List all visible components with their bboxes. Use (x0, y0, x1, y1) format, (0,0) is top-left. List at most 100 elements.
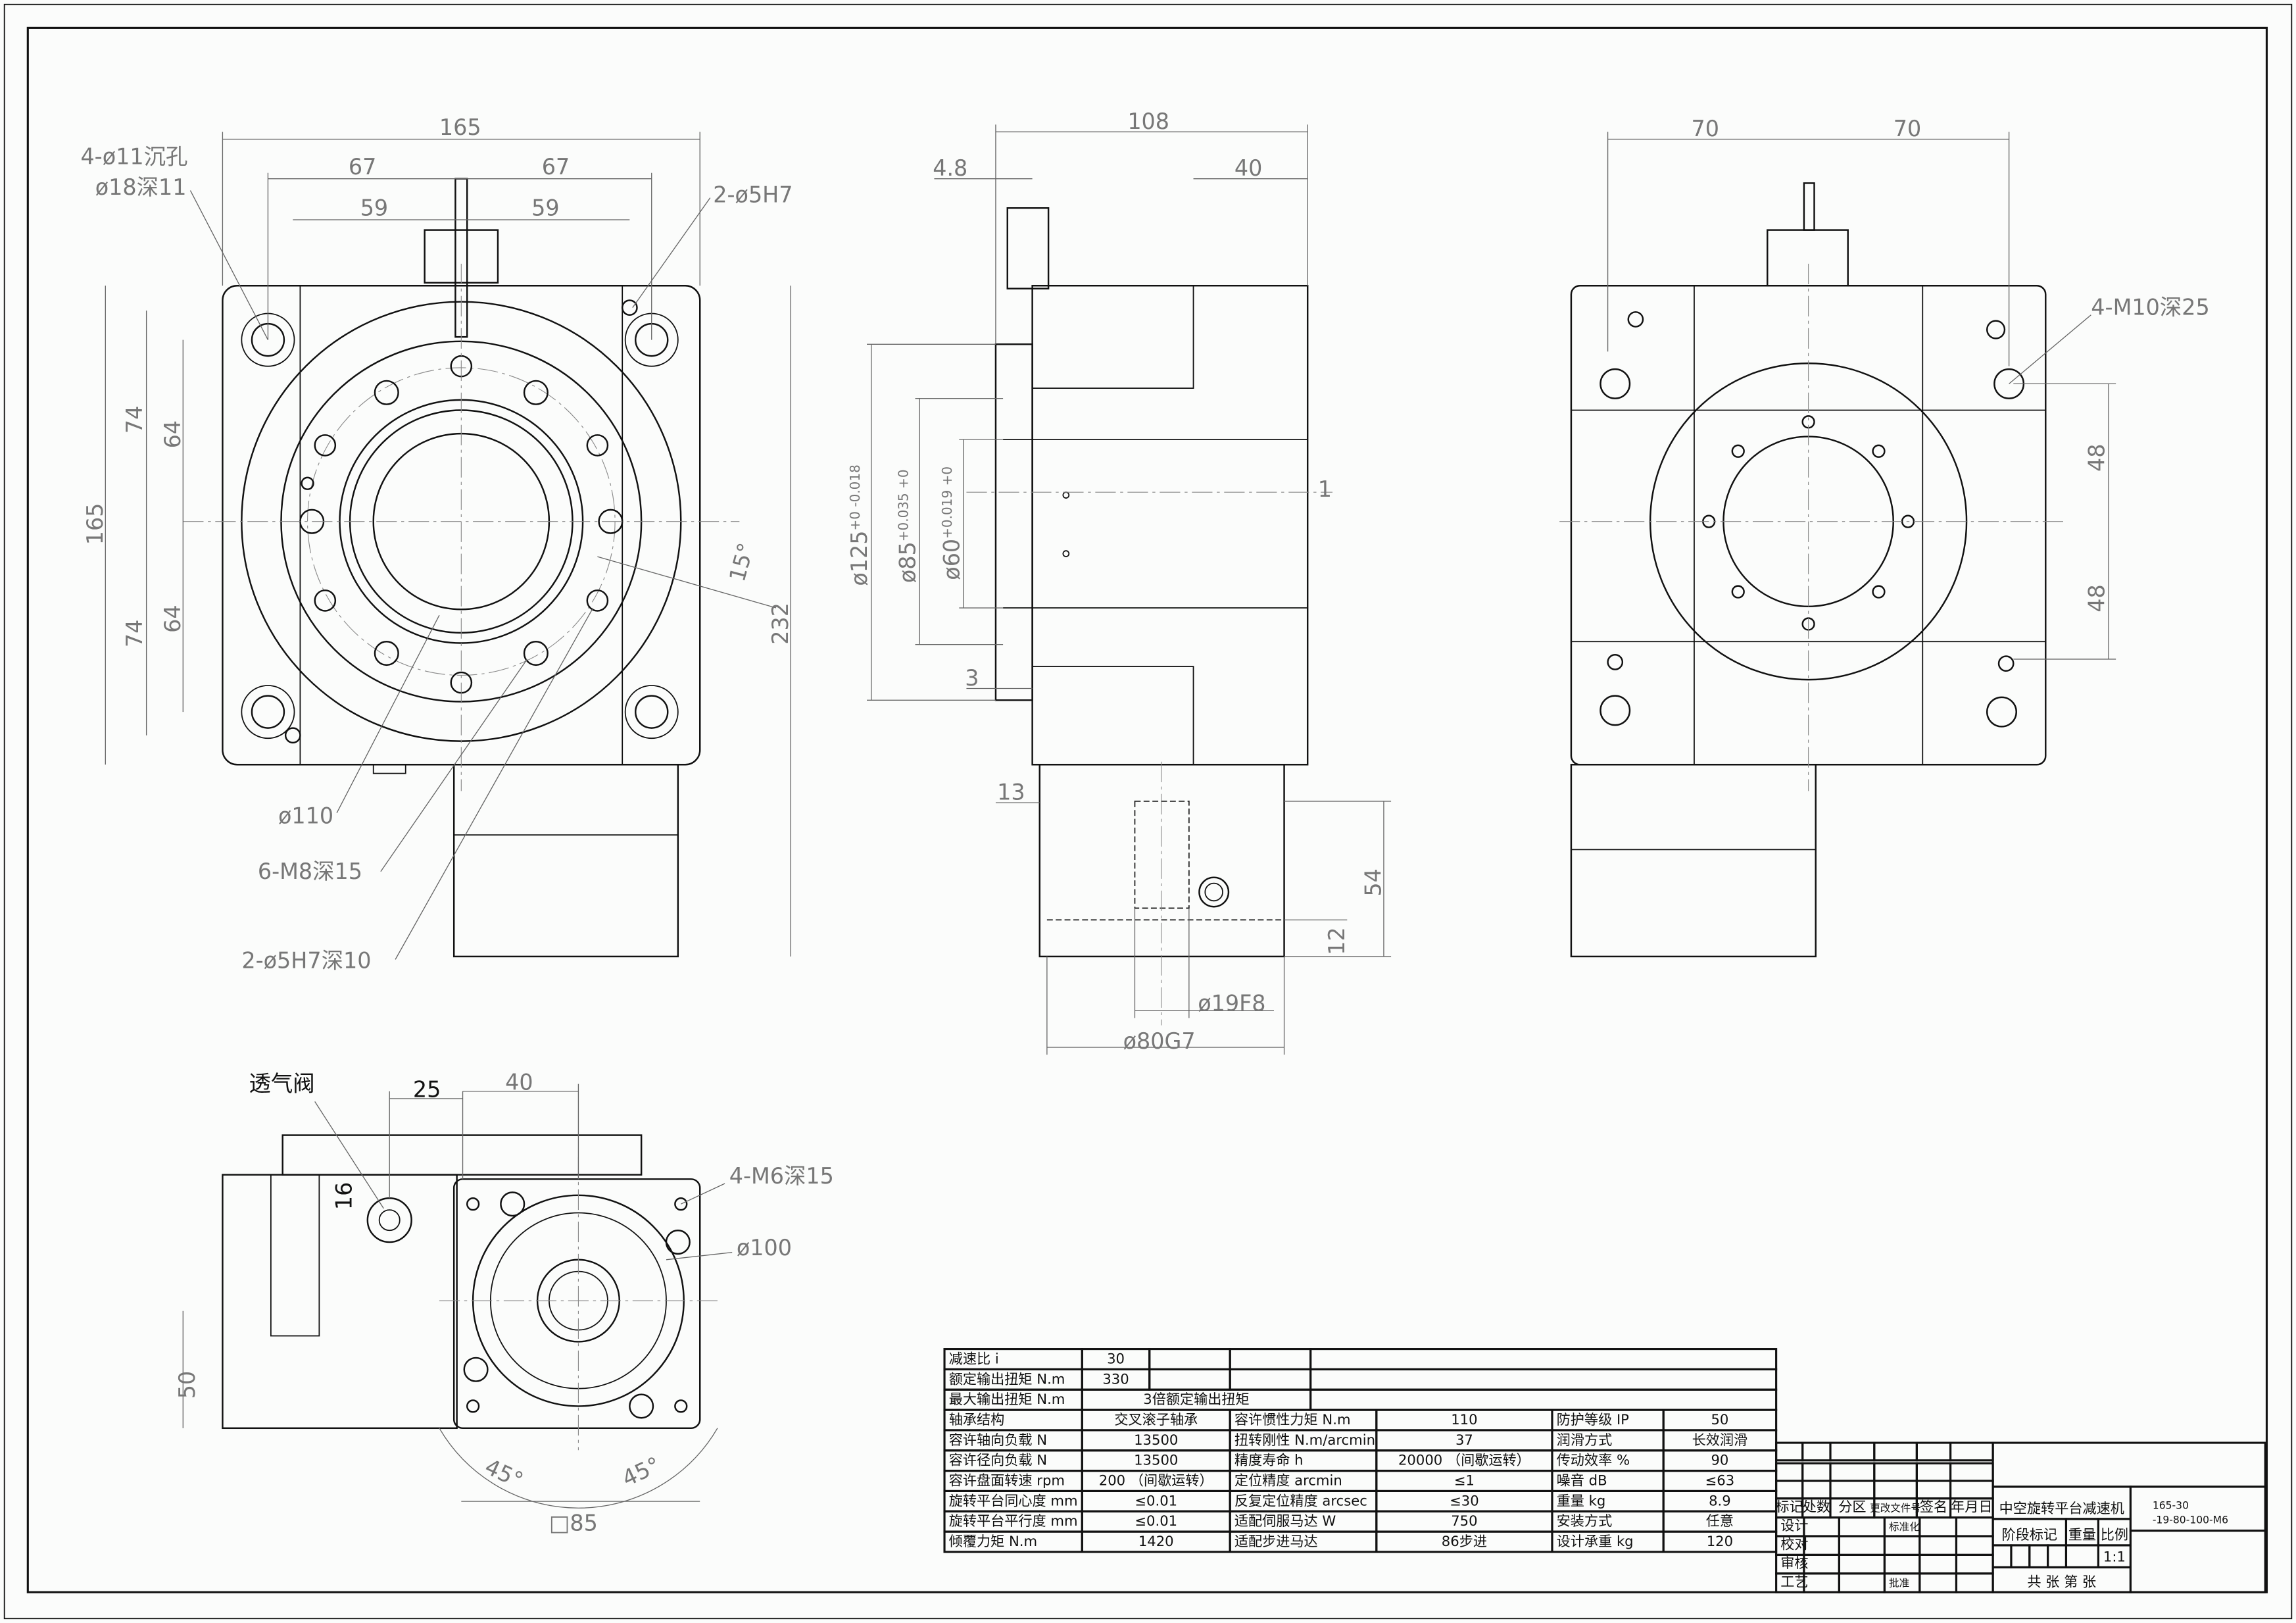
sheet-count: 共 张 第 张 (2027, 1573, 2096, 1589)
drawing-code-line-1: 165-30 (2153, 1499, 2189, 1511)
label-counterbore-depth: ø18深11 (95, 174, 187, 200)
bottom-tab (372, 764, 406, 774)
bottom-holes (463, 1191, 691, 1419)
revision-cell (1873, 1480, 1918, 1500)
spec-label: 精度寿命 h (1234, 1452, 1304, 1468)
product-name: 中空旋转平台减速机 (1999, 1500, 2124, 1516)
rear-holes (1600, 311, 2025, 728)
spec-value: 50 (1711, 1411, 1728, 1428)
revision-header: 签名 (1920, 1499, 1947, 1515)
rear-view: 70 70 4-M10深25 48 48 (1559, 116, 2210, 958)
spec-value: 任意 (1706, 1512, 1734, 1529)
spec-value: 110 (1451, 1411, 1477, 1428)
spec-empty-cell (1309, 1348, 1778, 1370)
sensor (1006, 207, 1050, 289)
weight-label: 重量 (2068, 1526, 2096, 1543)
front-view: 165 67 67 59 59 4-ø11沉孔 ø18深11 2-ø5H7 74… (80, 114, 793, 974)
bottom-body (222, 1174, 458, 1430)
spec-value: 200 （间歇运转） (1099, 1472, 1213, 1489)
revision-cell (1775, 1462, 1804, 1482)
rear-dimensions (1607, 132, 2116, 660)
label-pin-holes: 2-ø5H7 (713, 182, 793, 207)
weight-value-cell (2064, 1544, 2099, 1568)
bottom-boss (1031, 666, 1194, 766)
scale-value: 1:1 (2103, 1548, 2126, 1564)
label-vent-valve: 透气阀 (249, 1071, 314, 1097)
spec-value: 8.9 (1709, 1492, 1731, 1509)
spec-label: 减速比 i (949, 1351, 999, 1367)
bottom-view: 透气阀 25 40 16 4-M6深15 ø100 50 45° 45° □85 (174, 1070, 834, 1536)
stage-box-cell (2010, 1544, 2031, 1568)
spec-label: 容许径向负载 N (949, 1452, 1047, 1468)
dia-60-value: ø60 (939, 539, 964, 580)
spec-label: 适配伺服马达 W (1234, 1512, 1336, 1529)
top-boss (1031, 285, 1194, 389)
spec-label: 最大输出扭矩 N.m (949, 1391, 1065, 1407)
revision-header: 更改文件号 (1870, 1503, 1921, 1514)
spec-label: 扭转刚性 N.m/arcmin (1234, 1432, 1375, 1448)
revision-cell (1775, 1441, 1804, 1462)
m8-holes (284, 299, 638, 744)
dim-67-left: 67 (349, 154, 376, 180)
dim-54: 54 (1360, 868, 1386, 896)
spec-value: 330 (1102, 1370, 1129, 1387)
spec-value: ≤0.01 (1135, 1492, 1177, 1509)
spec-value: ≤63 (1705, 1472, 1735, 1489)
revision-cell (1829, 1441, 1876, 1462)
dim-232: 232 (768, 603, 793, 645)
role-name-cell (1803, 1535, 1840, 1556)
dim-3: 3 (965, 665, 979, 691)
spec-label: 容许盘面转速 rpm (949, 1472, 1065, 1489)
dim-angle-15: 15° (724, 540, 759, 584)
revision-cell (1915, 1480, 1952, 1500)
spec-value: 120 (1707, 1533, 1733, 1549)
dim-48-top: 48 (2084, 444, 2109, 472)
spec-label: 反复定位精度 arcsec (1234, 1492, 1367, 1509)
turntable-flange (994, 343, 1033, 701)
revision-cell (1801, 1462, 1832, 1482)
spec-label: 旋转平台平行度 mm (949, 1512, 1078, 1529)
role-sign-cell (1838, 1535, 1886, 1556)
label-counterbore: 4-ø11沉孔 (80, 143, 187, 169)
spec-empty-cell (1229, 1368, 1312, 1391)
revision-cell (1915, 1441, 1952, 1462)
spec-value: 交叉滚子轴承 (1114, 1411, 1198, 1428)
spec-empty-cell (1309, 1388, 1778, 1411)
corner-counterbores (241, 312, 679, 739)
dim-45-right: 45° (618, 1452, 664, 1491)
spec-empty-cell (1148, 1368, 1231, 1391)
motor-adapter (1038, 764, 1285, 958)
role-sign-cell (1838, 1553, 1886, 1575)
drawing-frame (26, 26, 2268, 1593)
spec-label: 传动效率 % (1557, 1452, 1630, 1468)
revision-cell (1949, 1462, 1994, 1482)
spec-value: 13500 (1134, 1432, 1178, 1448)
spec-label: 容许轴向负载 N (949, 1432, 1047, 1448)
main-body (1031, 284, 1309, 766)
dim-16: 16 (331, 1182, 356, 1210)
dim-dia-60: ø60+0.019 +0 (939, 466, 964, 580)
revision-cell (1801, 1441, 1832, 1462)
approval-name-cell (1918, 1516, 1958, 1537)
dim-70-right: 70 (1893, 116, 1921, 141)
vent-valve (366, 1197, 412, 1243)
spec-value: 86步进 (1442, 1533, 1487, 1549)
label-m10-threads: 4-M10深25 (2091, 295, 2209, 320)
revision-header: 标记 (1776, 1499, 1803, 1515)
approval-date-cell (1955, 1516, 1994, 1537)
title-blank-cell (1991, 1441, 2266, 1488)
scale-label: 比例 (2101, 1526, 2128, 1543)
approval-name-cell (1918, 1553, 1958, 1575)
revision-cell (1829, 1480, 1876, 1500)
dim-50: 50 (174, 1371, 200, 1399)
spec-label: 安装方式 (1557, 1512, 1613, 1529)
approval-name-cell (1918, 1572, 1958, 1593)
stage-box-cell (2028, 1544, 2049, 1568)
approval-label-cell (1883, 1535, 1921, 1556)
dim-45-left: 45° (481, 1454, 527, 1493)
spec-value: ≤30 (1450, 1492, 1479, 1509)
dim-48-bottom: 48 (2084, 584, 2109, 612)
dim-13: 13 (997, 780, 1025, 805)
side-dimensions (867, 124, 1392, 1055)
role-sign-cell (1838, 1516, 1886, 1537)
